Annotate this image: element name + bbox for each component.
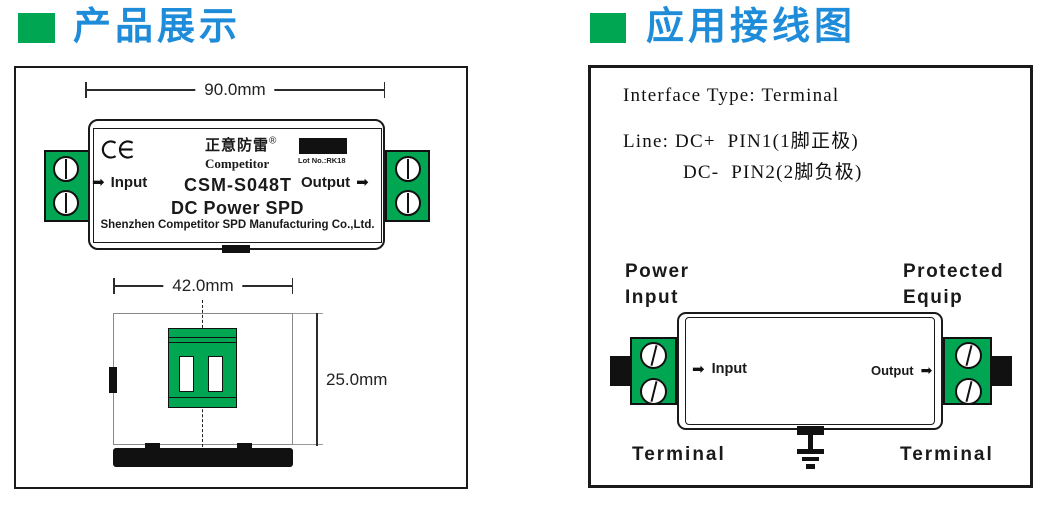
- arrow-right-icon: ➡: [92, 174, 105, 191]
- device-body-inner-rim: [685, 317, 935, 425]
- lot-number: Lot No.:RK18: [298, 156, 346, 165]
- screw-icon: [955, 378, 982, 405]
- screw-icon: [640, 378, 667, 405]
- rail-foot: [145, 443, 160, 448]
- manufacturer-name: Shenzhen Competitor SPD Manufacturing Co…: [100, 219, 375, 231]
- extension-line-bottom: [293, 444, 323, 446]
- dimension-tick: [85, 82, 87, 98]
- input-marking: ➡ Input: [92, 175, 147, 190]
- input-marking: ➡ Input: [692, 362, 747, 377]
- mounting-tab: [222, 245, 250, 253]
- dimension-90mm: 90.0mm: [85, 80, 385, 100]
- screw-icon: [395, 156, 421, 182]
- output-label: Output: [871, 362, 914, 378]
- dimension-value: 25.0mm: [326, 370, 388, 389]
- arrow-right-icon: ➡: [692, 361, 705, 378]
- dimension-value: 90.0mm: [195, 80, 275, 100]
- arrow-right-icon: ➡: [920, 362, 933, 378]
- input-label: Input: [711, 361, 748, 378]
- brand-name-en: Competitor: [205, 156, 270, 171]
- dimension-tick: [383, 82, 385, 98]
- line-dc-minus-text: DC- PIN2(2脚负极): [683, 162, 863, 183]
- screw-icon: [53, 156, 79, 182]
- ce-mark-icon: [101, 139, 137, 160]
- screw-icon: [53, 190, 79, 216]
- output-marking: Output ➡: [301, 175, 369, 190]
- cable-stub-left: [610, 356, 631, 386]
- product-name: DC Power SPD: [170, 198, 305, 218]
- wire-slot: [179, 356, 194, 392]
- power-input-label: Power Input: [625, 261, 690, 308]
- output-label: Output: [301, 174, 351, 191]
- section-title-product-display: 产品展示: [73, 6, 242, 48]
- dimension-tick: [113, 278, 115, 294]
- terminal-caption-left: Terminal: [632, 444, 726, 465]
- dimension-tick: [291, 278, 293, 294]
- terminal-caption-right: Terminal: [900, 444, 994, 465]
- din-rail-bar: [113, 448, 293, 467]
- output-marking: Output ➡: [871, 363, 932, 377]
- section-bullet-icon: [18, 13, 55, 43]
- dimension-25mm-line: [316, 313, 318, 446]
- cable-stub-right: [991, 356, 1012, 386]
- brand-block: 正意防雷® Competitor: [205, 134, 276, 172]
- wire-slot: [208, 356, 223, 392]
- terminal-block-right: [943, 337, 992, 405]
- terminal-block-left: [630, 337, 677, 405]
- line-dc-plus-text: Line: DC+ PIN1(1脚正极): [623, 131, 859, 152]
- block-line: [169, 337, 236, 339]
- terminal-block-side-view: [168, 328, 237, 408]
- block-line: [169, 397, 236, 399]
- extension-line-top: [293, 313, 323, 315]
- dimension-value: 42.0mm: [163, 276, 243, 296]
- lot-sticker: [299, 138, 347, 154]
- rail-foot: [237, 443, 252, 448]
- screw-icon: [955, 342, 982, 369]
- protected-equip-label: Protected Equip: [903, 261, 1005, 308]
- interface-type-text: Interface Type: Terminal: [623, 85, 840, 106]
- block-line: [169, 342, 236, 344]
- brand-name-cn: 正意防雷: [205, 138, 270, 154]
- model-number: CSM-S048T: [183, 175, 293, 195]
- side-clip: [109, 367, 117, 393]
- section-title-wiring-diagram: 应用接线图: [646, 6, 857, 48]
- registered-mark: ®: [269, 135, 277, 147]
- section-bullet-icon: [590, 13, 626, 43]
- terminal-block-right: [385, 150, 430, 222]
- arrow-right-icon: ➡: [356, 174, 369, 191]
- screw-icon: [640, 342, 667, 369]
- dimension-42mm: 42.0mm: [113, 276, 293, 296]
- screw-icon: [395, 190, 421, 216]
- input-label: Input: [110, 174, 148, 191]
